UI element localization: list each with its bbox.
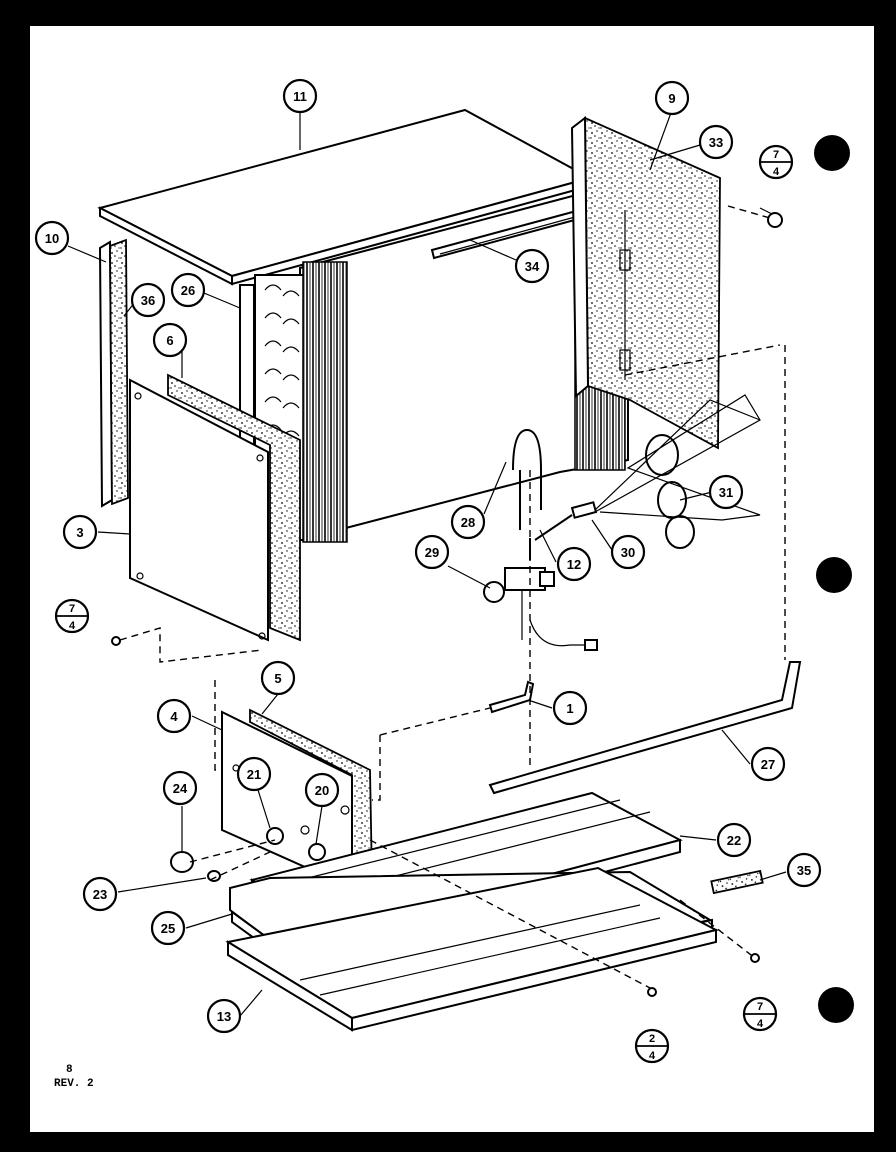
refrigerant-tubing — [483, 394, 761, 651]
side-strip — [98, 238, 129, 508]
fraction-callout-bottom-right: 7 4 — [742, 996, 778, 1032]
rear-panel — [570, 115, 721, 450]
revision-label: REV. 2 — [54, 1078, 94, 1090]
margin-dot — [818, 987, 854, 1023]
base-pans — [225, 791, 764, 1032]
margin-dot — [816, 557, 852, 593]
callout-3-label: 3 — [76, 525, 83, 540]
callout-34: 34 — [514, 248, 550, 284]
callout-29-label: 29 — [425, 545, 439, 560]
callout-10: 10 — [34, 220, 70, 256]
callout-35: 35 — [786, 852, 822, 888]
callout-20: 20 — [304, 772, 340, 808]
page-number: 8 — [66, 1064, 73, 1076]
callout-28-label: 28 — [461, 515, 475, 530]
callout-28: 28 — [450, 504, 486, 540]
fraction-callout-top-right: 7 4 — [758, 144, 794, 180]
callout-25-label: 25 — [161, 921, 175, 936]
fraction-top: 7 — [69, 603, 75, 615]
callout-11-label: 11 — [293, 89, 307, 104]
callout-9: 9 — [654, 80, 690, 116]
callout-21: 21 — [236, 756, 272, 792]
callout-27-label: 27 — [761, 757, 775, 772]
callout-4-label: 4 — [170, 709, 178, 724]
callout-36-label: 36 — [141, 293, 155, 308]
callout-26-label: 26 — [181, 283, 195, 298]
drain-tubes — [488, 661, 802, 795]
callout-23-label: 23 — [93, 887, 107, 902]
callout-13-label: 13 — [217, 1009, 231, 1024]
callout-33-label: 33 — [709, 135, 723, 150]
callout-22: 22 — [716, 822, 752, 858]
callout-24: 24 — [162, 770, 198, 806]
callout-36: 36 — [130, 282, 166, 318]
callout-23: 23 — [82, 876, 118, 912]
callout-4: 4 — [156, 698, 192, 734]
fraction-callout-left: 7 4 — [54, 598, 90, 634]
callout-9-label: 9 — [668, 91, 675, 106]
callout-30-label: 30 — [621, 545, 635, 560]
callout-5: 5 — [260, 660, 296, 696]
callout-5-label: 5 — [274, 671, 281, 686]
callout-21-label: 21 — [247, 767, 261, 782]
callout-31: 31 — [708, 474, 744, 510]
callout-11: 11 — [282, 78, 318, 114]
side-panel — [129, 373, 301, 642]
callout-20-label: 20 — [315, 783, 329, 798]
callout-12-label: 12 — [567, 557, 581, 572]
callout-33: 33 — [698, 124, 734, 160]
callout-29: 29 — [414, 534, 450, 570]
callout-13: 13 — [206, 998, 242, 1034]
screw — [111, 207, 783, 997]
callout-25: 25 — [150, 910, 186, 946]
callout-6-label: 6 — [166, 333, 173, 348]
callout-27: 27 — [750, 746, 786, 782]
callout-34-label: 34 — [525, 259, 540, 274]
callout-10-label: 10 — [45, 231, 59, 246]
callout-31-label: 31 — [719, 485, 733, 500]
fraction-bottom: 4 — [757, 1018, 764, 1030]
cabinet-assembly — [97, 108, 629, 543]
fraction-callout-bottom-center: 2 4 — [634, 1028, 670, 1064]
fraction-bottom: 4 — [649, 1050, 656, 1062]
fraction-bottom: 4 — [69, 620, 76, 632]
callout-1: 1 — [552, 690, 588, 726]
margin-dot — [814, 135, 850, 171]
callout-35-label: 35 — [797, 863, 811, 878]
callout-3: 3 — [62, 514, 98, 550]
callout-1-label: 1 — [566, 701, 573, 716]
fraction-top: 7 — [757, 1001, 763, 1013]
leader-lines — [67, 109, 787, 1017]
callout-6: 6 — [152, 322, 188, 358]
callout-30: 30 — [610, 534, 646, 570]
callout-22-label: 22 — [727, 833, 741, 848]
callout-26: 26 — [170, 272, 206, 308]
fraction-bottom: 4 — [773, 166, 780, 178]
fraction-top: 2 — [649, 1033, 655, 1045]
fraction-top: 7 — [773, 149, 779, 161]
callout-12: 12 — [556, 546, 592, 582]
explode-lines — [119, 205, 786, 989]
callout-24-label: 24 — [173, 781, 188, 796]
